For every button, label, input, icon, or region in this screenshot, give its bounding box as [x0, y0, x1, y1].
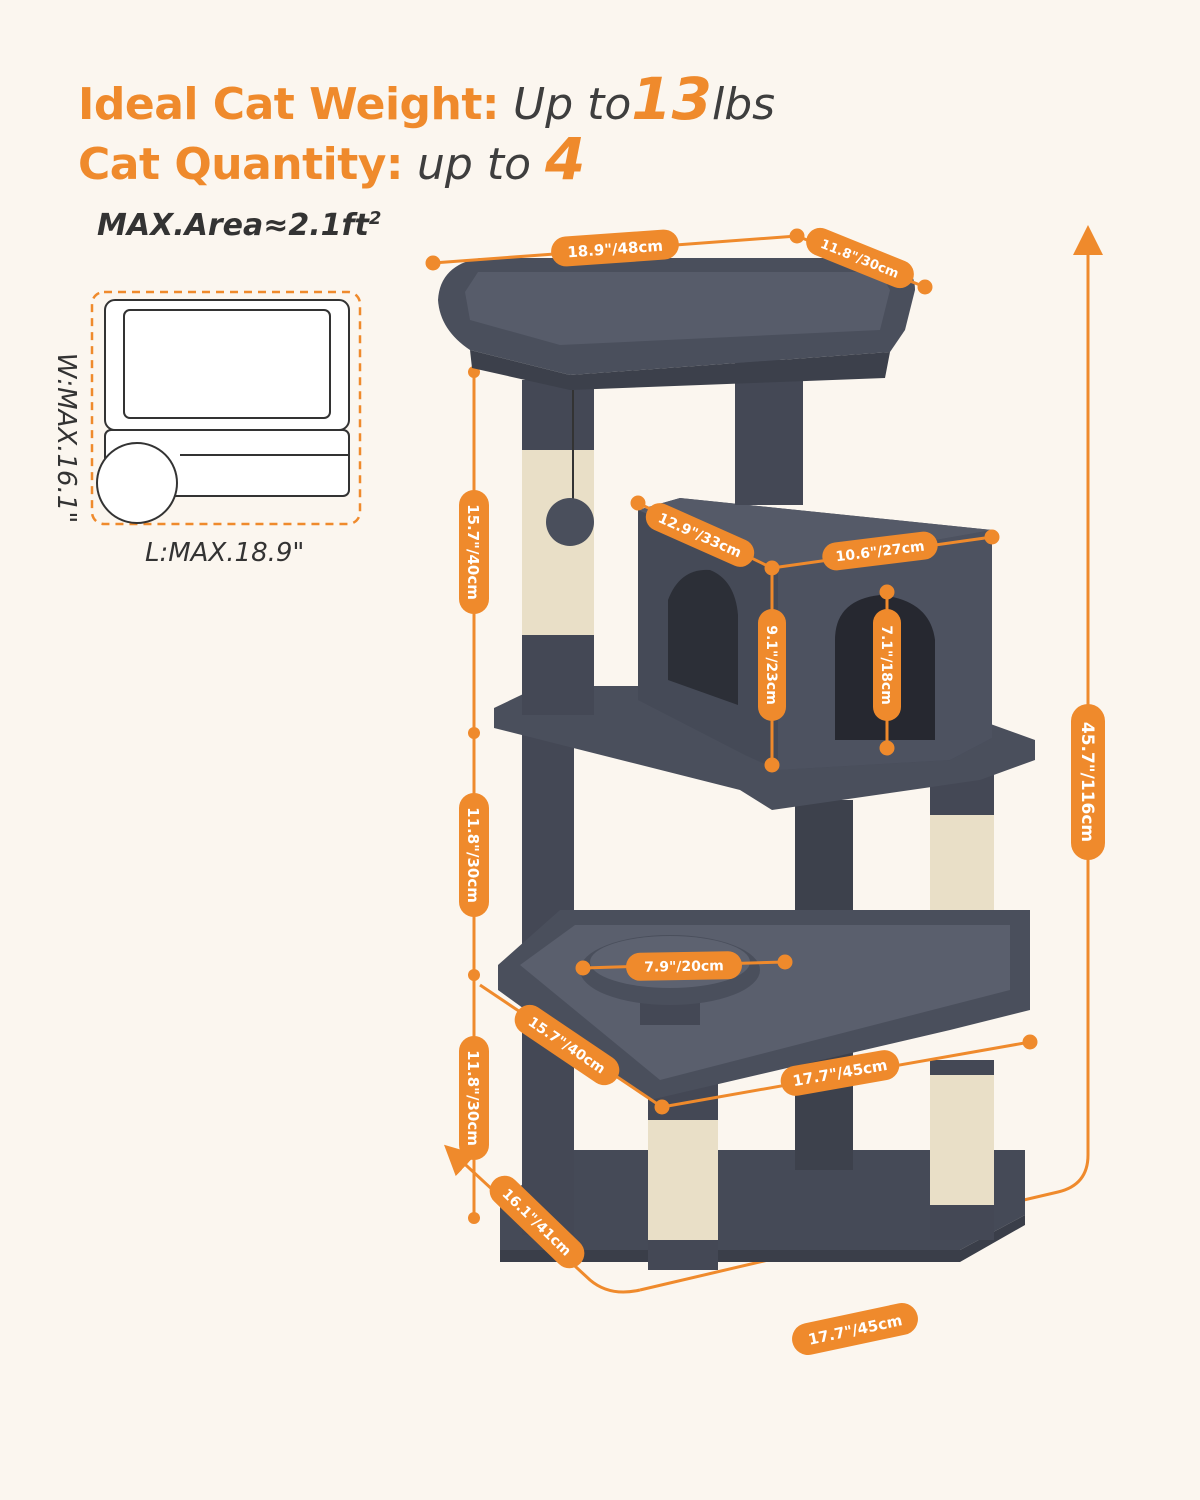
cat-tree: [438, 258, 1035, 1270]
dim-condo-height: 9.1"/23cm: [758, 609, 786, 721]
dim-upper-height: 15.7"/40cm: [459, 490, 489, 614]
dim-middle-height: 11.8"/30cm: [459, 793, 489, 917]
dim-perch-diameter: 7.9"/20cm: [626, 951, 742, 981]
cat-quantity-headline: Cat Quantity: up to 4: [78, 130, 585, 188]
weight-prefix: Up to: [512, 79, 632, 130]
svg-text:7.1"/18cm: 7.1"/18cm: [878, 625, 894, 705]
footprint-diagram: [90, 290, 362, 526]
svg-text:45.7"/116cm: 45.7"/116cm: [1077, 722, 1097, 842]
svg-text:7.9"/20cm: 7.9"/20cm: [644, 958, 724, 975]
weight-unit: lbs: [712, 79, 776, 130]
weight-label: Ideal Cat Weight:: [78, 79, 499, 130]
cat-weight-headline: Ideal Cat Weight: Up to13lbs: [78, 70, 775, 128]
dim-lower-height: 11.8"/30cm: [459, 1036, 489, 1160]
dim-top-width: 18.9"/48cm: [551, 229, 679, 267]
dim-condo-width: 10.6"/27cm: [822, 531, 938, 571]
svg-text:11.8"/30cm: 11.8"/30cm: [464, 807, 482, 903]
quantity-prefix: up to: [417, 139, 531, 190]
total-height-arrow: [443, 225, 1103, 1294]
quantity-label: Cat Quantity:: [78, 139, 404, 190]
svg-text:9.1"/23cm: 9.1"/23cm: [763, 625, 779, 705]
dim-total-height: 45.7"/116cm: [1071, 704, 1105, 860]
svg-text:11.8"/30cm: 11.8"/30cm: [464, 1050, 482, 1146]
dim-base-width: 17.7"/45cm: [792, 1303, 918, 1355]
max-area-label: MAX.Area≈2.1ft2: [97, 208, 382, 243]
weight-value: 13: [631, 65, 712, 133]
footprint-length-label: L:MAX.18.9": [145, 538, 305, 568]
svg-text:15.7"/40cm: 15.7"/40cm: [464, 504, 482, 600]
quantity-value: 4: [545, 125, 586, 193]
dim-door-height: 7.1"/18cm: [873, 609, 901, 721]
